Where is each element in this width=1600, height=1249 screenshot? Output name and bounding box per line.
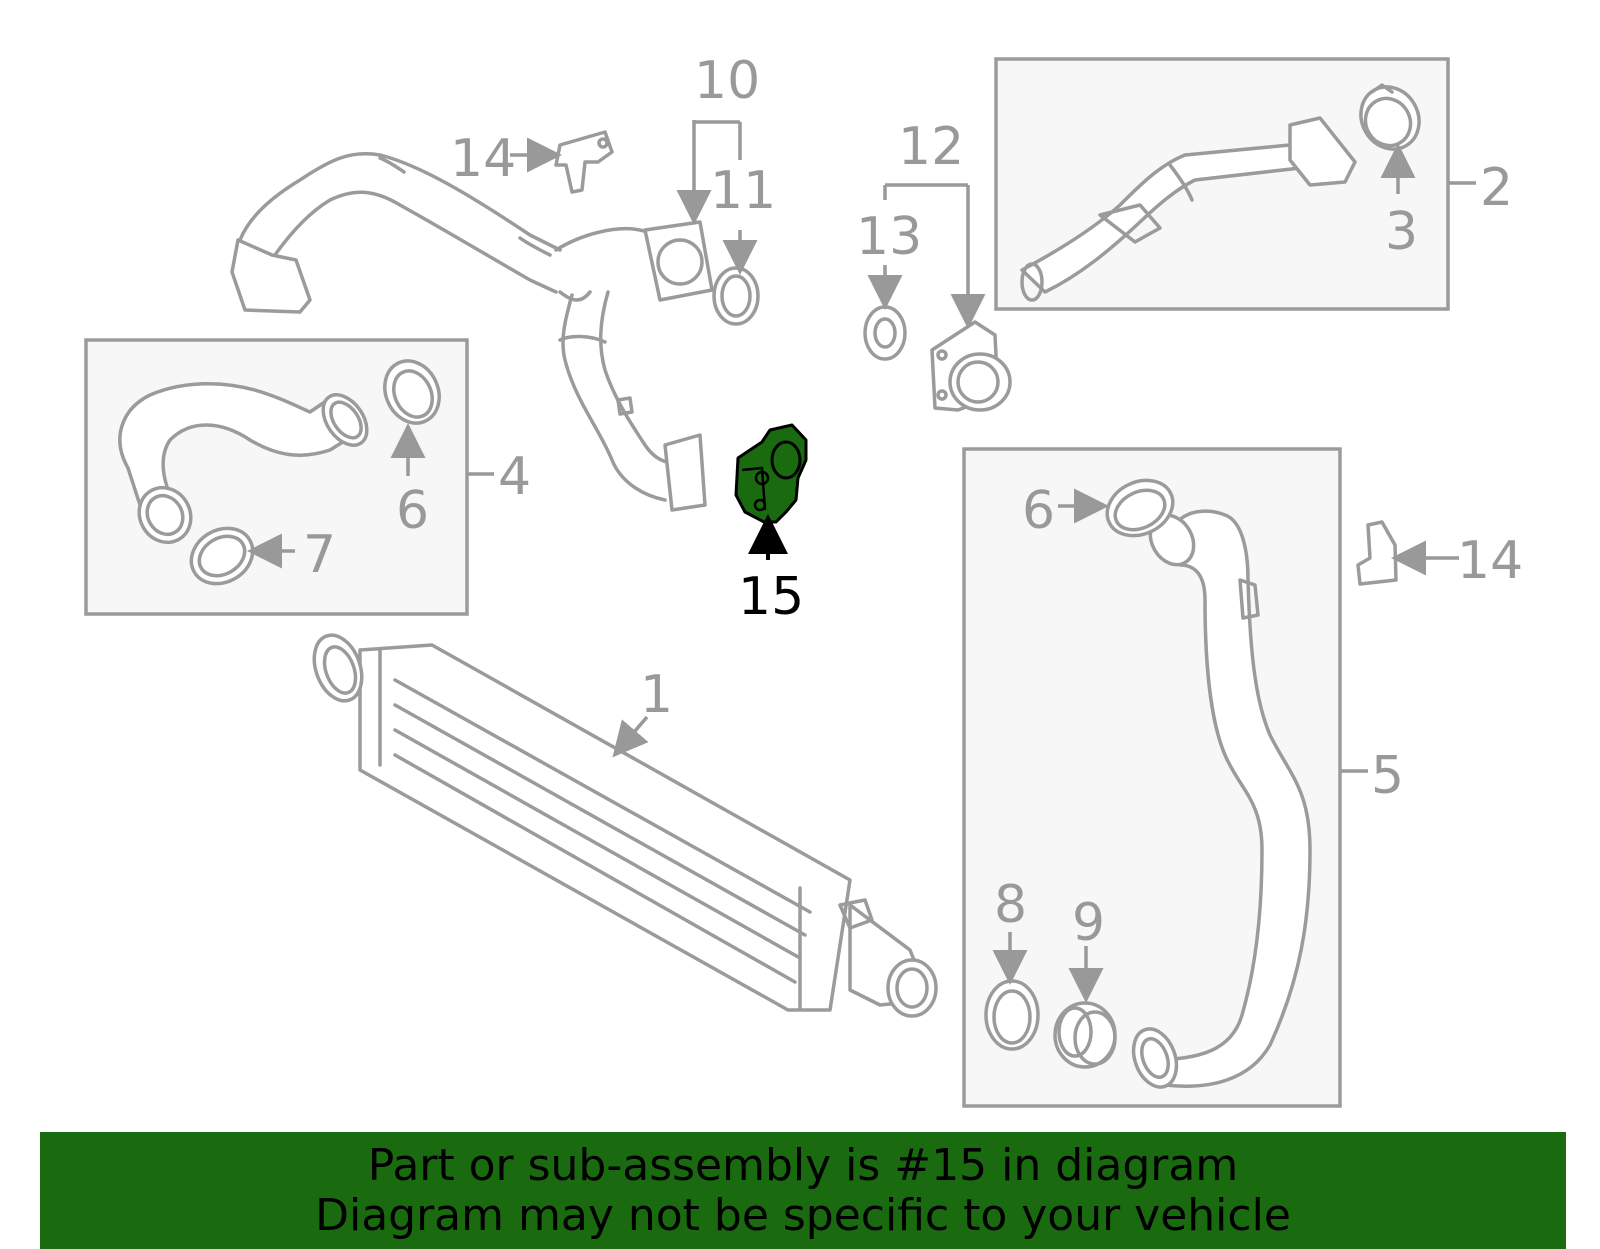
banner-line-2: Diagram may not be specific to your vehi…	[315, 1189, 1291, 1241]
leader-lines	[247, 120, 1476, 1003]
intercooler-1	[312, 633, 938, 1018]
callout-8: 8	[994, 875, 1027, 935]
callout-11: 11	[710, 161, 776, 221]
upper-charge-pipe	[230, 152, 760, 512]
clamp-7	[189, 526, 255, 586]
info-banner: Part or sub-assembly is #15 in diagram D…	[40, 1132, 1566, 1249]
clamp-8	[984, 979, 1040, 1051]
callout-10: 10	[694, 51, 760, 111]
callout-6-box5: 6	[1022, 481, 1055, 541]
clamp-3	[1359, 83, 1421, 151]
hose-2	[1020, 116, 1357, 302]
sensor-14-top	[554, 130, 614, 194]
callout-4: 4	[498, 447, 531, 507]
washer-13	[863, 305, 907, 361]
callout-5: 5	[1371, 746, 1404, 806]
callout-12: 12	[898, 117, 964, 177]
clamp-6-box5	[1105, 478, 1175, 538]
callout-14-right: 14	[1457, 531, 1523, 591]
bracket-14-right	[1356, 520, 1398, 586]
callout-6-box4: 6	[396, 481, 429, 541]
callout-3: 3	[1385, 202, 1418, 262]
throttle-body-15-highlight	[734, 423, 808, 524]
callout-15: 15	[738, 567, 804, 627]
callout-7: 7	[303, 525, 336, 585]
sleeve-9	[1053, 1001, 1117, 1069]
clamp-6-box4	[383, 359, 441, 425]
callout-14-top: 14	[450, 129, 516, 189]
connector-12	[930, 320, 1012, 412]
callout-9: 9	[1072, 893, 1105, 953]
hose-4	[118, 382, 369, 545]
banner-line-1: Part or sub-assembly is #15 in diagram	[367, 1139, 1239, 1191]
callout-1: 1	[640, 665, 673, 725]
hose-5	[1131, 509, 1312, 1089]
callout-2: 2	[1480, 158, 1513, 218]
callout-13: 13	[856, 207, 922, 267]
